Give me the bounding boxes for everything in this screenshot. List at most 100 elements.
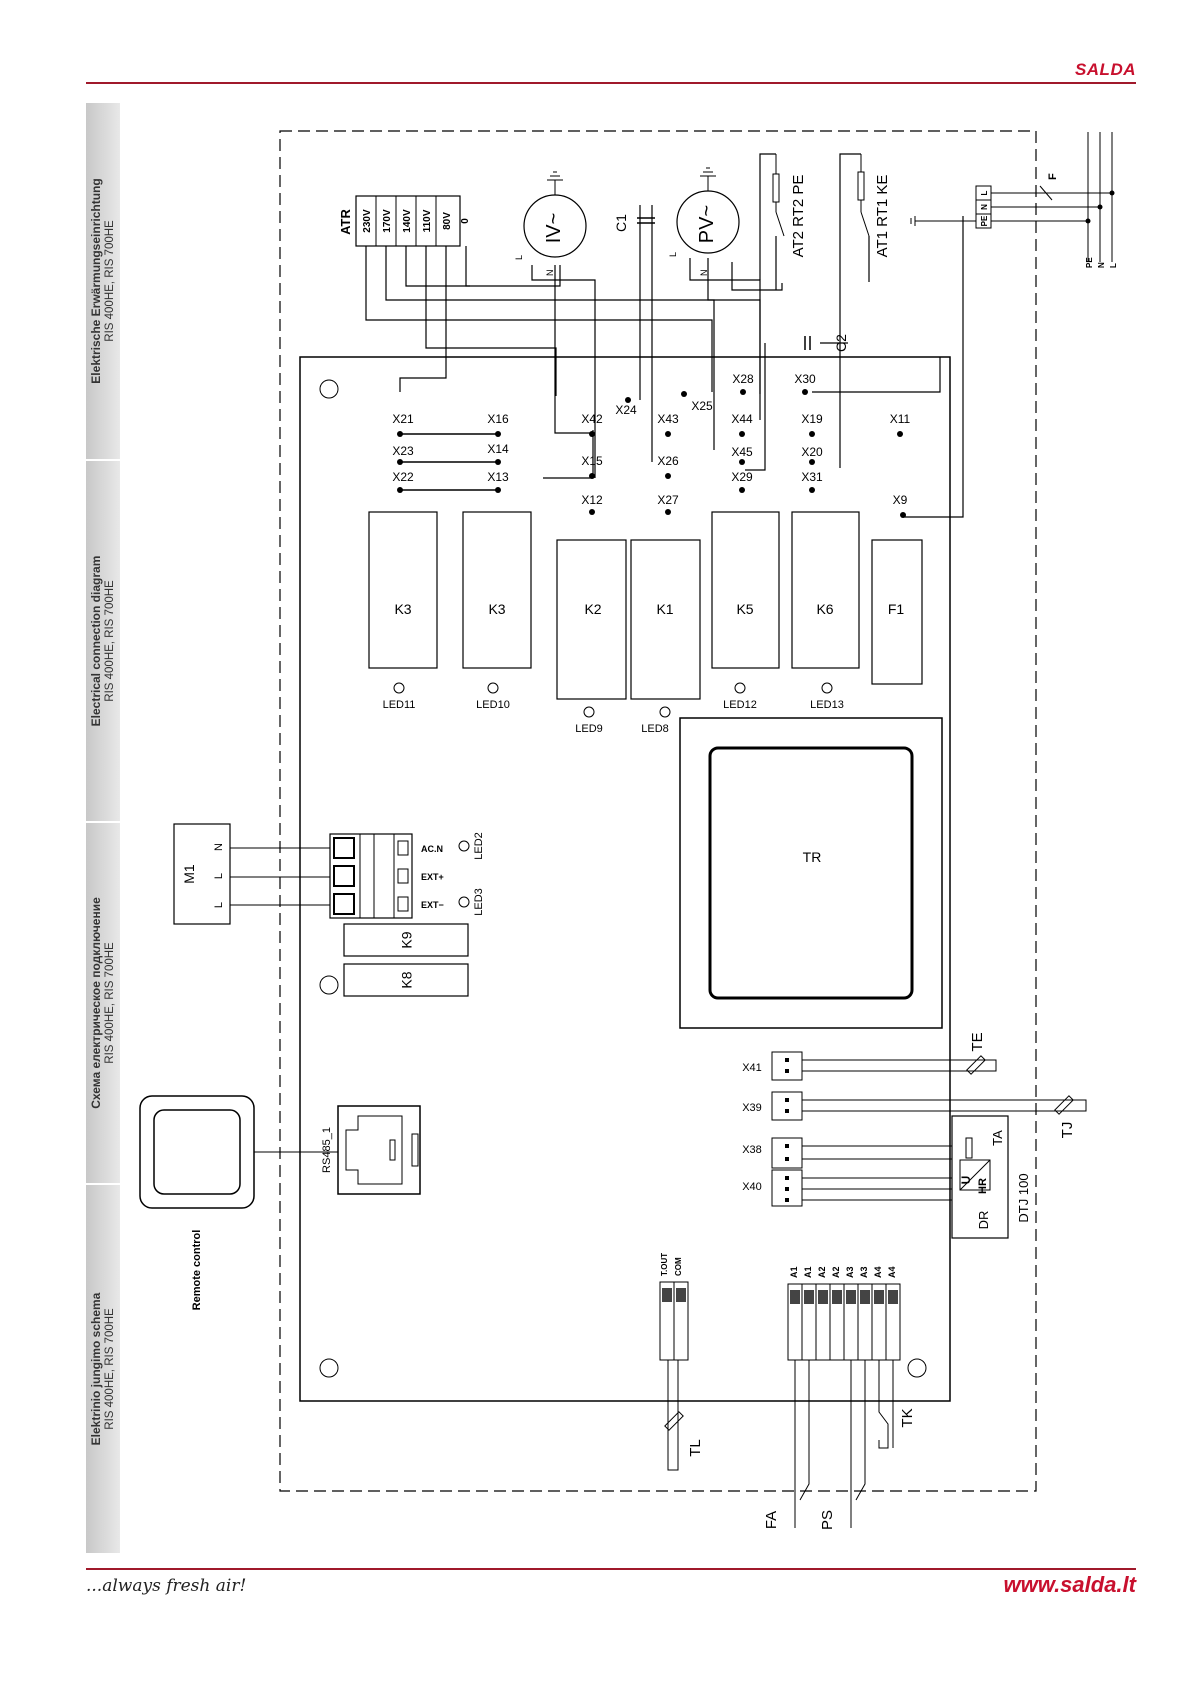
svg-text:K2: K2	[584, 601, 601, 617]
thermostat-label: AT2 RT2 PE	[790, 175, 807, 258]
website-link[interactable]: www.salda.lt	[1003, 1572, 1136, 1597]
svg-text:X20: X20	[801, 445, 823, 459]
fan-pv-label: PV~	[696, 205, 718, 243]
mains-terminal-pe: PE	[980, 215, 989, 226]
svg-text:T.OUT: T.OUT	[660, 1253, 669, 1276]
svg-text:A2: A2	[817, 1266, 827, 1278]
terminal-points: X28 X30 X21 X16 X42 X24 X43 X25 X44 X19 …	[392, 372, 911, 518]
relay-k6: K6	[791, 511, 860, 669]
sidebar-segment	[86, 103, 120, 459]
svg-text:LED11: LED11	[383, 699, 416, 711]
svg-text:TK: TK	[899, 1408, 916, 1427]
atr-tap: 110V	[422, 209, 433, 232]
rs485-port: RS485_1	[321, 1105, 421, 1195]
terminal-x20	[809, 459, 815, 465]
terminal-x25	[681, 391, 687, 397]
remote-control: Remote control	[139, 1095, 338, 1310]
svg-text:K5: K5	[736, 601, 753, 617]
mains-terminal-n: N	[980, 204, 989, 210]
svg-text:X39: X39	[742, 1102, 762, 1114]
relay-k1: K1	[630, 539, 701, 700]
internal-wiring	[365, 153, 964, 518]
led10	[487, 682, 499, 694]
svg-text:K8: K8	[399, 971, 415, 988]
svg-text:X43: X43	[657, 412, 679, 426]
motor-m1: M1 N L L	[173, 823, 334, 925]
capacitor-c1: C1	[613, 214, 655, 232]
svg-text:K6: K6	[816, 601, 833, 617]
fan-iv-pin: L	[514, 255, 524, 260]
led3	[458, 896, 470, 908]
svg-text:X31: X31	[801, 470, 823, 484]
terminal-x9	[900, 512, 906, 518]
svg-text:X24: X24	[615, 403, 637, 417]
svg-text:X27: X27	[657, 493, 679, 507]
terminal-x31	[809, 487, 815, 493]
terminal-x12	[589, 509, 595, 515]
svg-text:X23: X23	[392, 444, 414, 458]
svg-text:TJ: TJ	[1059, 1122, 1076, 1139]
relay-k5: K5	[711, 511, 780, 669]
thermostat-label: AT1 RT1 KE	[874, 175, 891, 258]
svg-text:PS: PS	[819, 1510, 836, 1530]
svg-text:TL: TL	[687, 1439, 704, 1457]
svg-text:A3: A3	[845, 1266, 855, 1278]
svg-text:X19: X19	[801, 412, 823, 426]
mounting-hole	[319, 379, 339, 399]
svg-text:HR: HR	[977, 1178, 989, 1194]
svg-text:A2: A2	[831, 1266, 841, 1278]
svg-text:X28: X28	[732, 372, 754, 386]
terminal-x45	[739, 459, 745, 465]
atr-label: ATR	[338, 209, 353, 235]
svg-text:X42: X42	[581, 412, 603, 426]
svg-text:RS485_1: RS485_1	[321, 1127, 333, 1173]
atr-tap: 170V	[382, 209, 393, 233]
svg-text:A1: A1	[789, 1266, 799, 1278]
sensor-tj: TJ	[1054, 1095, 1076, 1139]
led9	[583, 706, 595, 718]
svg-text:TR: TR	[803, 849, 822, 865]
control-board	[299, 356, 951, 1402]
svg-text:X44: X44	[731, 412, 753, 426]
terminal-x15	[589, 473, 595, 479]
svg-text:K9: K9	[399, 931, 415, 948]
svg-text:TE: TE	[969, 1032, 986, 1051]
fan-pv-pin: N	[699, 270, 709, 277]
ext-terminal-block: AC.N EXT+ EXT−	[329, 833, 444, 919]
terminal-x28	[740, 389, 746, 395]
fan-iv-pin: N	[545, 270, 555, 277]
atr-tap: 230V	[362, 209, 373, 233]
svg-text:F1: F1	[888, 601, 905, 617]
unit-enclosure	[279, 130, 1037, 1492]
svg-text:TA: TA	[990, 1130, 1005, 1146]
svg-text:LED10: LED10	[476, 699, 510, 711]
fan-iv: IV~ L N	[514, 171, 587, 277]
mounting-hole	[319, 1358, 339, 1378]
svg-text:X38: X38	[742, 1144, 762, 1156]
terminal-x29	[739, 487, 745, 493]
svg-text:A3: A3	[859, 1266, 869, 1278]
svg-text:FA: FA	[763, 1511, 780, 1529]
tout-com-terminal: T.OUT COM TL	[659, 1253, 704, 1471]
mains-switch-f: F	[1047, 173, 1059, 180]
slogan: ...always fresh air!	[86, 1576, 247, 1596]
svg-text:K3: K3	[394, 601, 411, 617]
mains-line-l: L	[1109, 263, 1118, 268]
thermostat-at1-rt1: AT1 RT1 KE	[857, 154, 891, 258]
relay-k9: K9	[343, 923, 469, 957]
leds: LED11 LED10 LED9 LED8 LED12 LED13 LED2 L…	[383, 682, 844, 916]
sidebar-segment	[86, 461, 120, 821]
svg-text:X21: X21	[392, 412, 414, 426]
mains-line-pe: PE	[1085, 257, 1094, 268]
svg-text:N: N	[213, 843, 225, 851]
svg-text:X14: X14	[487, 442, 509, 456]
svg-text:COM: COM	[674, 1257, 683, 1276]
svg-text:DTJ 100: DTJ 100	[1016, 1173, 1031, 1222]
mains-supply: PE N L PE N L F	[910, 132, 1118, 268]
led13	[821, 682, 833, 694]
svg-text:X29: X29	[731, 470, 753, 484]
atr-tap: 140V	[402, 209, 413, 233]
transformer-tr: TR	[679, 717, 943, 1029]
svg-text:X13: X13	[487, 470, 509, 484]
